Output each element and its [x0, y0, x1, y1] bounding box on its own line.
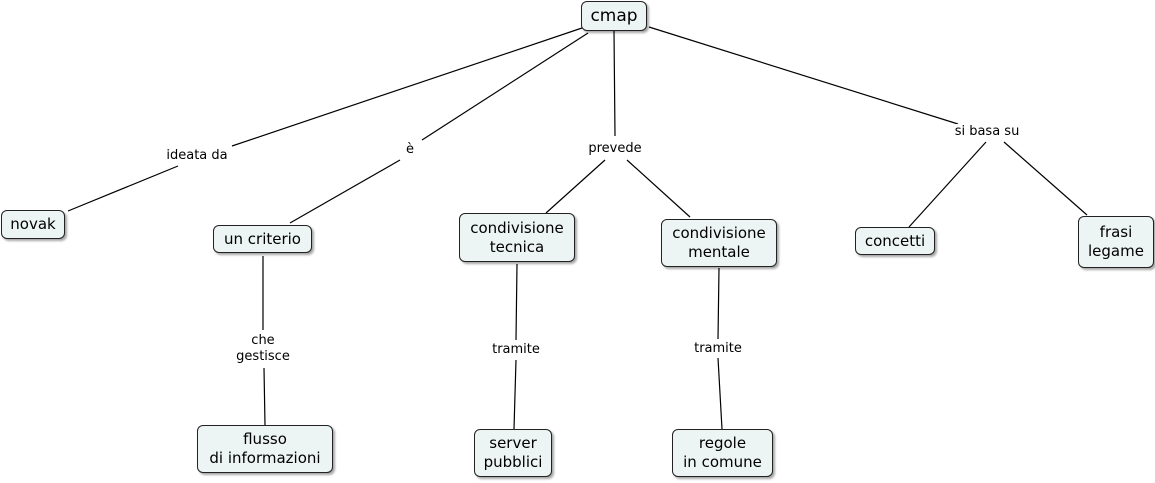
connector-basa-frasi	[1003, 141, 1088, 216]
connector-tramite-server	[513, 359, 517, 430]
connector-tramite-regole	[717, 357, 723, 430]
node-un-criterio[interactable]: un criterio	[213, 225, 312, 253]
node-regole-in-comune[interactable]: regole in comune	[672, 429, 773, 477]
node-concetti[interactable]: concetti	[855, 227, 935, 255]
connector-gestisce-flusso	[263, 367, 266, 426]
connector-prevede-mentale	[626, 159, 691, 218]
connector-tecnica-tramite	[515, 263, 518, 341]
connector-cmap-basa	[648, 26, 959, 125]
link-tramite-tecnica[interactable]: tramite	[490, 342, 542, 358]
link-che-gestisce[interactable]: che gestisce	[234, 333, 292, 365]
connector-cmap-e	[421, 32, 589, 141]
node-condivisione-tecnica[interactable]: condivisione tecnica	[459, 213, 575, 262]
link-tramite-mentale[interactable]: tramite	[692, 341, 744, 357]
connector-cmap-ideata	[231, 27, 583, 147]
node-flusso-di-informazioni[interactable]: flusso di informazioni	[197, 425, 333, 473]
connector-cmap-prevede	[613, 30, 616, 137]
node-frasi-legame[interactable]: frasi legame	[1078, 216, 1154, 268]
link-si-basa-su[interactable]: si basa su	[952, 124, 1022, 140]
link-prevede[interactable]: prevede	[586, 141, 644, 157]
link-e[interactable]: è	[404, 142, 416, 158]
connector-ideata-novak	[67, 165, 179, 212]
connector-e-criterio	[289, 159, 401, 224]
node-condivisione-mentale[interactable]: condivisione mentale	[661, 219, 777, 267]
connector-prevede-tecnica	[545, 159, 606, 214]
root-node-cmap[interactable]: cmap	[581, 1, 647, 31]
link-ideata-da[interactable]: ideata da	[164, 148, 230, 164]
connector-basa-concetti	[908, 141, 987, 228]
node-novak[interactable]: novak	[1, 210, 65, 239]
node-server-pubblici[interactable]: server pubblici	[474, 429, 552, 477]
connector-mentale-tramite	[717, 267, 720, 340]
